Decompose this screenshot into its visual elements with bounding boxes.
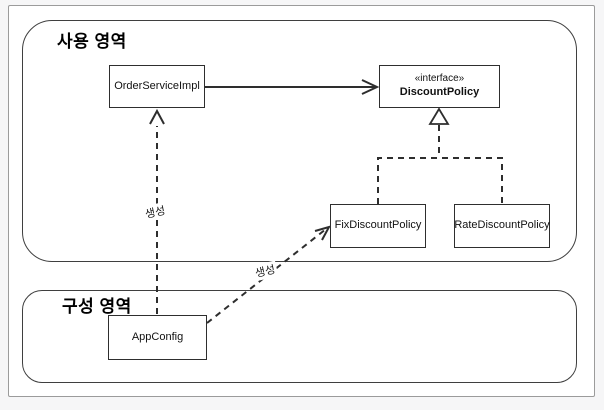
- interface-stereotype-label: «interface»: [414, 73, 465, 85]
- class-box-orderserviceimpl: OrderServiceImpl: [109, 65, 205, 108]
- class-label-orderserviceimpl: OrderServiceImpl: [114, 79, 200, 92]
- class-box-discountpolicy: «interface» DiscountPolicy: [379, 65, 500, 108]
- usage-area-title: 사용 영역: [57, 32, 127, 51]
- class-label-discountpolicy: DiscountPolicy: [399, 85, 480, 98]
- class-box-appconfig: AppConfig: [108, 315, 207, 360]
- class-box-ratediscountpolicy: RateDiscountPolicy: [454, 204, 550, 248]
- class-label-appconfig: AppConfig: [131, 330, 184, 343]
- create-arrow-appconfig-to-fix: [207, 227, 329, 323]
- association-arrow-order-to-discount: [205, 80, 377, 94]
- generalization-branch: [378, 109, 502, 204]
- class-label-fixdiscountpolicy: FixDiscountPolicy: [334, 219, 422, 232]
- config-area-title: 구성 영역: [62, 297, 132, 316]
- class-box-fixdiscountpolicy: FixDiscountPolicy: [330, 204, 426, 248]
- create-arrow-appconfig-to-order: [150, 111, 164, 314]
- class-label-ratediscountpolicy: RateDiscountPolicy: [454, 219, 550, 232]
